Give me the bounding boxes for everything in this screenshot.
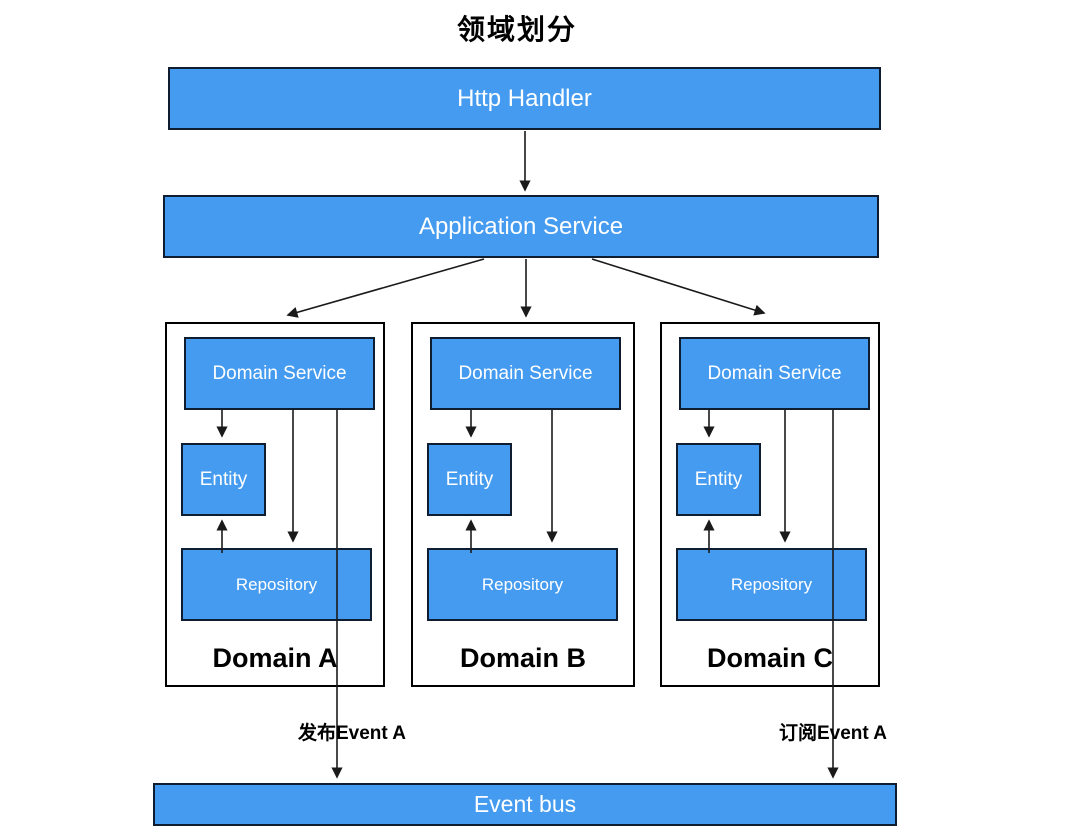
domain-c-repository-label: Repository bbox=[730, 574, 813, 594]
subscribe-event-label: 订阅Event A bbox=[778, 723, 888, 744]
event-bus-node: Event bus bbox=[153, 783, 897, 826]
domain-a-service-label: Domain Service bbox=[212, 362, 347, 384]
domain-c-entity-label: Entity bbox=[694, 468, 743, 490]
domain-a-entity-node: Entity bbox=[181, 443, 266, 516]
domain-a-box: Domain Service Entity Repository Domain … bbox=[165, 322, 385, 687]
diagram-title: 领域划分 bbox=[456, 14, 577, 45]
domain-b-box: Domain Service Entity Repository Domain … bbox=[411, 322, 635, 687]
domain-b-service-label: Domain Service bbox=[458, 362, 593, 384]
domain-a-repository-label: Repository bbox=[235, 574, 318, 594]
domain-b-label: Domain B bbox=[459, 643, 586, 673]
application-service-label: Application Service bbox=[418, 212, 624, 240]
publish-event-label: 发布Event A bbox=[297, 723, 407, 744]
domain-c-label: Domain C bbox=[706, 643, 833, 673]
domain-a-entity-label: Entity bbox=[199, 468, 248, 490]
http-handler-node: Http Handler bbox=[168, 67, 881, 130]
domain-b-service-node: Domain Service bbox=[430, 337, 621, 410]
domain-b-repository-node: Repository bbox=[427, 548, 618, 621]
domain-c-entity-node: Entity bbox=[676, 443, 761, 516]
domain-b-entity-label: Entity bbox=[445, 468, 494, 490]
domain-b-repository-label: Repository bbox=[481, 574, 564, 594]
domain-c-service-label: Domain Service bbox=[707, 362, 842, 384]
event-bus-label: Event bus bbox=[473, 791, 577, 817]
domain-b-entity-node: Entity bbox=[427, 443, 512, 516]
http-handler-label: Http Handler bbox=[457, 84, 592, 112]
domain-a-label: Domain A bbox=[212, 643, 338, 673]
domain-c-repository-node: Repository bbox=[676, 548, 867, 621]
domain-a-repository-node: Repository bbox=[181, 548, 372, 621]
domain-c-service-node: Domain Service bbox=[679, 337, 870, 410]
domain-a-service-node: Domain Service bbox=[184, 337, 375, 410]
application-service-node: Application Service bbox=[163, 195, 879, 258]
domain-c-box: Domain Service Entity Repository Domain … bbox=[660, 322, 880, 687]
